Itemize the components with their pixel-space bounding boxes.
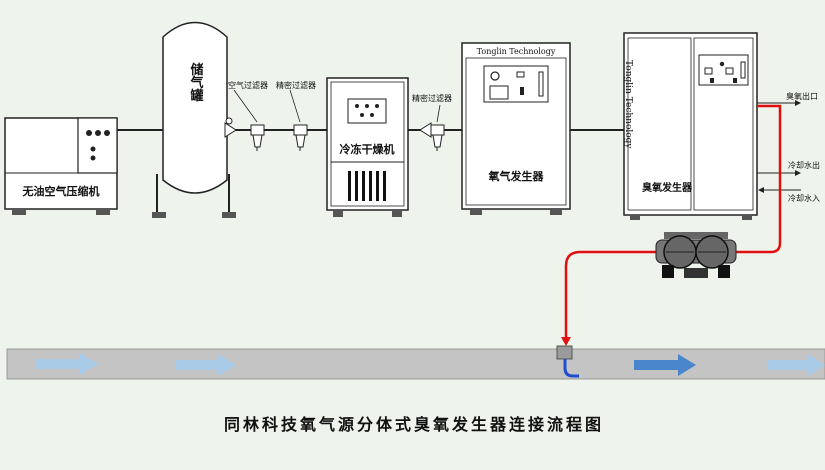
flow-arrow-2	[175, 354, 236, 376]
air-filter-label: 空气过滤器	[228, 80, 268, 90]
ozone-outlet-label: 臭氧出口	[786, 91, 818, 101]
oxygen-generator: Tonglin Technology 氧气发生器	[461, 42, 571, 215]
cooling-water-out-label: 冷却水出	[788, 160, 820, 170]
freeze-dryer-label: 冷冻干燥机	[340, 142, 395, 156]
water-channel	[6, 348, 825, 380]
flow-arrow-3	[634, 354, 696, 376]
air-compressor-label: 无油空气压缩机	[22, 184, 100, 198]
freeze-dryer-vent	[348, 171, 386, 201]
cooling-water-out-port: 冷却水出	[757, 160, 820, 176]
air-tank: 储气罐	[152, 21, 236, 218]
air-tank-label: 储气罐	[188, 62, 205, 103]
oxygen-generator-label: 氧气发生器	[488, 169, 545, 183]
ozone-line	[564, 104, 782, 338]
precision-filter-2: 精密过滤器	[412, 93, 452, 151]
diagram-title: 同林科技氧气源分体式臭氧发生器连接流程图	[224, 415, 604, 434]
ozone-outlet-port: 臭氧出口	[757, 91, 818, 106]
freeze-dryer: 冷冻干燥机	[326, 77, 409, 217]
oxygen-generator-brand: Tonglin Technology	[477, 47, 556, 56]
cooling-water-in-port: 冷却水入	[758, 187, 820, 203]
ozone-generator-label: 臭氧发生器	[642, 181, 693, 194]
flow-arrow-4	[768, 354, 825, 376]
ozone-injector	[556, 345, 579, 378]
precision-filter-2-label: 精密过滤器	[412, 93, 452, 103]
cooling-water-in-label: 冷却水入	[788, 193, 820, 203]
ozone-line-arrow	[561, 337, 571, 346]
precision-filter-1-label: 精密过滤器	[276, 80, 316, 90]
air-filter: 空气过滤器	[224, 80, 268, 151]
ozone-generator-brand: Tonglin Technology	[623, 60, 633, 149]
ozone-generator: Tonglin Technology 臭氧发生器	[623, 32, 758, 220]
precision-filter-1: 精密过滤器	[276, 80, 316, 151]
booster-pump	[655, 232, 737, 278]
flow-arrow-1	[36, 353, 98, 375]
air-compressor: 无油空气压缩机	[4, 117, 118, 215]
